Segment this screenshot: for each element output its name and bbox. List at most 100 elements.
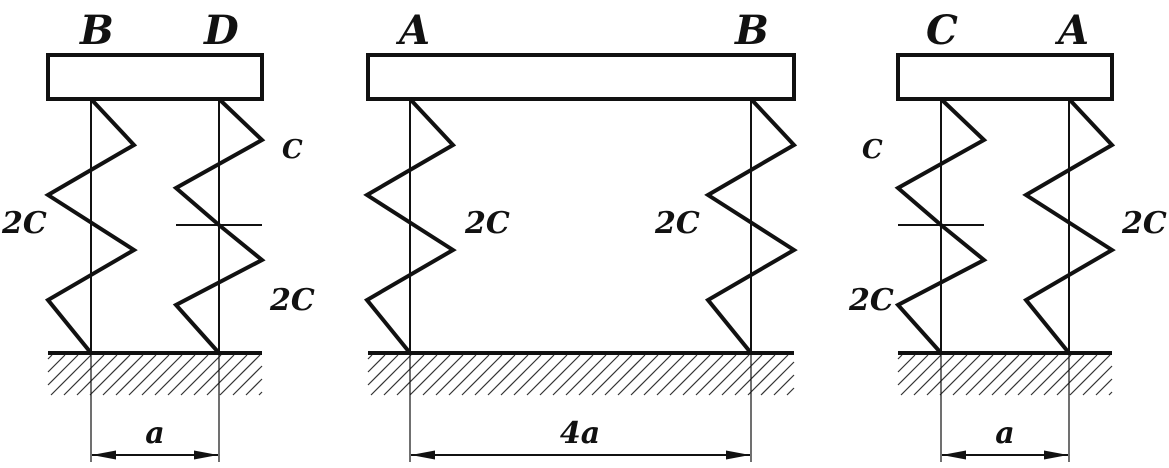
spring-left <box>44 97 138 355</box>
hatch-stroke <box>1004 354 1046 396</box>
hatch-stroke <box>656 354 698 396</box>
hatch-stroke <box>396 354 438 396</box>
hatch-stroke <box>370 354 412 396</box>
hatch-stroke <box>1108 391 1113 396</box>
spring-right <box>704 97 798 355</box>
node-label-b: B <box>79 7 114 54</box>
hatch-stroke <box>367 354 386 373</box>
hatch-stroke <box>89 354 131 396</box>
hatch-stroke <box>1056 354 1098 396</box>
spring-left-upper <box>894 97 988 227</box>
hatch-stroke <box>721 354 763 396</box>
spring-right-upper <box>172 97 266 227</box>
ground-hatch <box>47 354 263 396</box>
hatch-stroke <box>219 354 261 396</box>
ground-hatch <box>367 354 795 396</box>
figure-3: C A C 2C 2C a <box>848 7 1167 462</box>
spring-label-left: 2C <box>1 206 47 241</box>
spring-right-lower <box>172 223 266 355</box>
spring-label-right-lower: 2C <box>269 283 315 318</box>
hatch-stroke <box>47 354 53 360</box>
hatch-stroke <box>367 354 373 360</box>
hatch-stroke <box>773 374 795 396</box>
hatch-stroke <box>167 354 209 396</box>
hatch-stroke <box>232 365 263 396</box>
ground-hatch <box>897 354 1113 396</box>
hatch-stroke <box>180 354 222 396</box>
hatch-stroke <box>747 354 789 396</box>
hatch-stroke <box>63 354 105 396</box>
hatch-stroke <box>760 361 795 396</box>
hatch-stroke <box>409 354 451 396</box>
hatch-stroke <box>1017 354 1059 396</box>
spring-label-left-lower: 2C <box>848 283 894 318</box>
hatch-stroke <box>102 354 144 396</box>
hatch-stroke <box>552 354 594 396</box>
hatch-stroke <box>206 354 248 396</box>
beam <box>46 53 264 101</box>
hatch-stroke <box>258 391 263 396</box>
hatch-stroke <box>565 354 607 396</box>
node-label-d: D <box>203 7 239 54</box>
hatch-stroke <box>926 354 968 396</box>
hatch-stroke <box>47 354 66 373</box>
hatch-stroke <box>897 354 929 386</box>
dimension-label: a <box>995 416 1014 451</box>
spring-label-left-upper: C <box>862 135 883 165</box>
node-label-b: B <box>734 7 769 54</box>
spring-label-right: 2C <box>1121 206 1167 241</box>
hatch-stroke <box>487 354 529 396</box>
hatch-stroke <box>734 354 776 396</box>
hatch-stroke <box>900 354 942 396</box>
hatch-stroke <box>539 354 581 396</box>
spring-right <box>1022 97 1116 355</box>
hatch-stroke <box>978 354 1020 396</box>
node-label-c: C <box>926 7 958 54</box>
hatch-stroke <box>939 354 981 396</box>
hatch-stroke <box>474 354 516 396</box>
hatch-stroke <box>695 354 737 396</box>
hatch-stroke <box>115 354 157 396</box>
spring-label-right: 2C <box>654 206 700 241</box>
figure-1: B D 2C C 2C a <box>1 7 315 462</box>
hatch-stroke <box>965 354 1007 396</box>
spring-left <box>363 97 457 355</box>
hatch-stroke <box>500 354 542 396</box>
hatch-stroke <box>1043 354 1085 396</box>
figure-2: A B 2C 2C 4a <box>363 7 798 462</box>
hatch-stroke <box>50 354 92 396</box>
hatch-stroke <box>591 354 633 396</box>
hatch-stroke <box>76 354 118 396</box>
hatch-stroke <box>1069 354 1111 396</box>
hatch-stroke <box>897 354 903 360</box>
ground <box>47 351 263 396</box>
hatch-stroke <box>897 354 916 373</box>
node-label-a: A <box>395 7 430 54</box>
hatch-stroke <box>383 354 425 396</box>
dimension-label: a <box>145 416 164 451</box>
hatch-stroke <box>526 354 568 396</box>
hatch-stroke <box>1030 354 1072 396</box>
hatch-stroke <box>617 354 659 396</box>
hatch-stroke <box>682 354 724 396</box>
hatch-stroke <box>604 354 646 396</box>
hatch-stroke <box>786 387 795 396</box>
hatch-stroke <box>913 354 955 396</box>
hatch-stroke <box>630 354 672 396</box>
hatch-stroke <box>513 354 555 396</box>
ground <box>367 351 795 396</box>
hatch-stroke <box>1082 365 1113 396</box>
hatch-stroke <box>643 354 685 396</box>
hatch-stroke <box>193 354 235 396</box>
hatch-stroke <box>141 354 183 396</box>
hatch-stroke <box>367 354 399 386</box>
spring-label-right-upper: C <box>282 135 303 165</box>
hatch-stroke <box>47 354 79 386</box>
hatch-stroke <box>245 378 263 396</box>
ground <box>897 351 1113 396</box>
hatch-stroke <box>708 354 750 396</box>
hatch-stroke <box>991 354 1033 396</box>
hatch-stroke <box>448 354 490 396</box>
node-label-a: A <box>1054 7 1089 54</box>
hatch-stroke <box>1095 378 1113 396</box>
